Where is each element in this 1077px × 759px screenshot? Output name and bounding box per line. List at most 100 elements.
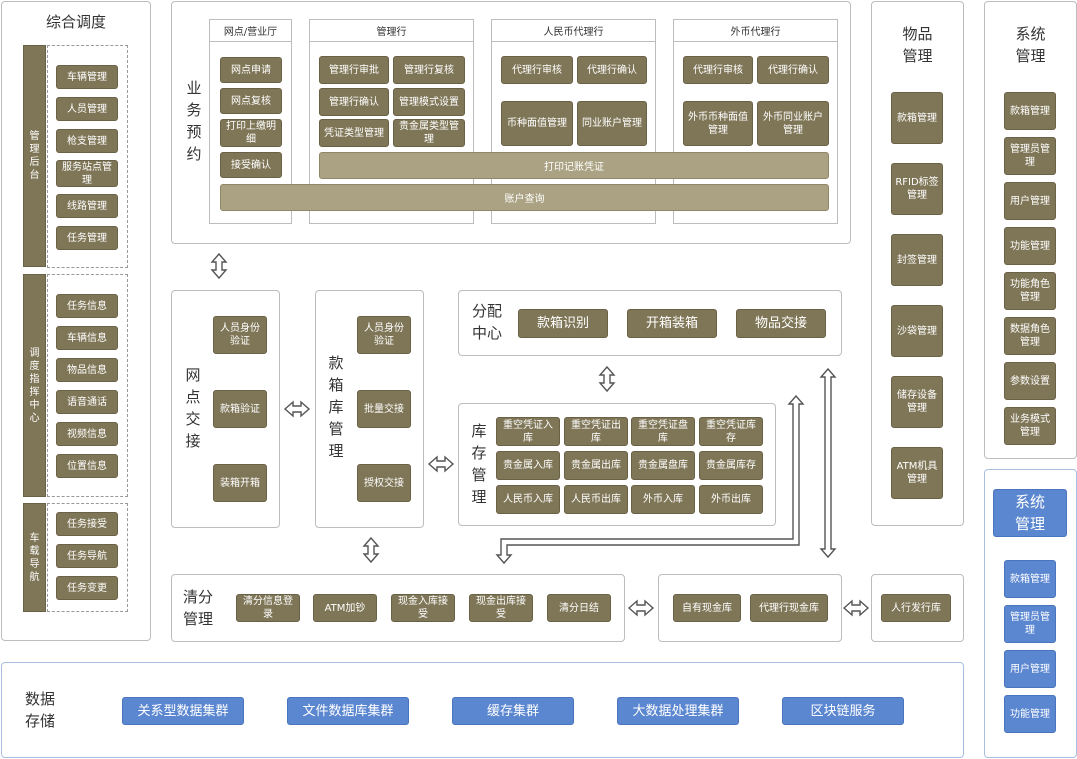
btn-box-identify[interactable]: 款箱识别 bbox=[518, 309, 608, 338]
btn-rmb-agent-confirm[interactable]: 代理行确认 bbox=[577, 56, 647, 84]
btn-vault-batch-handover[interactable]: 批量交接 bbox=[357, 390, 411, 428]
btn-outlet-pack-unpack[interactable]: 装箱开箱 bbox=[213, 464, 267, 502]
btn-own-cash-vault[interactable]: 自有现金库 bbox=[673, 594, 741, 622]
kuanxiang-label: 款箱库管理 bbox=[328, 354, 344, 460]
btn-rmb-in[interactable]: 人民币入库 bbox=[496, 485, 560, 514]
arrow-kucun-loop bbox=[495, 394, 805, 565]
btn-sys2-box-mgmt[interactable]: 款箱管理 bbox=[1004, 560, 1056, 598]
btn-print-submit-detail[interactable]: 打印上缴明细 bbox=[220, 119, 282, 147]
btn-wupin-rfid-mgmt[interactable]: RFID标签管理 bbox=[891, 163, 943, 215]
btn-fx-in[interactable]: 外币入库 bbox=[631, 485, 695, 514]
wangdian-jiaojie-label: 网点交接 bbox=[185, 366, 201, 450]
btn-fx-agent-audit[interactable]: 代理行审核 bbox=[683, 56, 753, 84]
wangdian-header: 网点/营业厅 bbox=[209, 19, 292, 42]
yewu-label: 业务预约 bbox=[186, 79, 202, 163]
btn-bigdata-cluster[interactable]: 大数据处理集群 bbox=[617, 697, 739, 725]
btn-metal-inventory[interactable]: 贵金属库存 bbox=[699, 451, 763, 480]
btn-cash-in-receive[interactable]: 现金入库接受 bbox=[391, 594, 455, 622]
btn-sys-function-mgmt[interactable]: 功能管理 bbox=[1004, 227, 1056, 265]
btn-blank-voucher-in[interactable]: 重空凭证入库 bbox=[496, 417, 560, 446]
menu-route-management[interactable]: 线路管理 bbox=[56, 194, 118, 218]
btn-fx-agent-confirm[interactable]: 代理行确认 bbox=[757, 56, 829, 84]
btn-rmb-out[interactable]: 人民币出库 bbox=[564, 485, 628, 514]
bar-account-query[interactable]: 账户查询 bbox=[220, 184, 829, 211]
btn-fx-interbank-account-mgmt[interactable]: 外币同业账户管理 bbox=[757, 101, 829, 146]
menu-vehicle-management[interactable]: 车辆管理 bbox=[56, 65, 118, 89]
btn-mgr-review[interactable]: 管理行复核 bbox=[393, 56, 465, 84]
arrow-fenpei-kucun bbox=[598, 365, 616, 393]
btn-wupin-storage-device-mgmt[interactable]: 储存设备管理 bbox=[891, 376, 943, 428]
btn-agent-cash-vault[interactable]: 代理行现金库 bbox=[750, 594, 828, 622]
btn-cash-out-receive[interactable]: 现金出库接受 bbox=[469, 594, 533, 622]
btn-vault-authorized-handover[interactable]: 授权交接 bbox=[357, 464, 411, 502]
btn-cache-cluster[interactable]: 缓存集群 bbox=[452, 697, 574, 725]
btn-sys-param-settings[interactable]: 参数设置 bbox=[1004, 362, 1056, 400]
btn-blank-voucher-stocktake[interactable]: 重空凭证盘库 bbox=[631, 417, 695, 446]
menu-gun-management[interactable]: 枪支管理 bbox=[56, 129, 118, 153]
btn-sys-box-mgmt[interactable]: 款箱管理 bbox=[1004, 92, 1056, 130]
btn-voucher-type-mgmt[interactable]: 凭证类型管理 bbox=[319, 119, 389, 147]
btn-wupin-atm-mgmt[interactable]: ATM机具管理 bbox=[891, 447, 943, 499]
btn-blank-voucher-out[interactable]: 重空凭证出库 bbox=[564, 417, 628, 446]
xitong-title-1: 系统管理 bbox=[1015, 25, 1046, 65]
btn-wupin-seal-mgmt[interactable]: 封签管理 bbox=[891, 234, 943, 286]
btn-metal-in[interactable]: 贵金属入库 bbox=[496, 451, 560, 480]
btn-sorting-daily-close[interactable]: 清分日结 bbox=[547, 594, 611, 622]
menu-task-change[interactable]: 任务变更 bbox=[56, 576, 118, 600]
btn-vault-identity-verify[interactable]: 人员身份验证 bbox=[357, 316, 411, 354]
btn-blank-voucher-inventory[interactable]: 重空凭证库存 bbox=[699, 417, 763, 446]
btn-fx-currency-denomination-mgmt[interactable]: 外币币种面值管理 bbox=[683, 101, 753, 146]
btn-rmb-agent-audit[interactable]: 代理行审核 bbox=[501, 56, 573, 84]
btn-mgr-mode-settings[interactable]: 管理模式设置 bbox=[393, 88, 465, 116]
btn-blockchain-service[interactable]: 区块链服务 bbox=[782, 697, 904, 725]
menu-staff-management[interactable]: 人员管理 bbox=[56, 97, 118, 121]
btn-mgr-approve[interactable]: 管理行审批 bbox=[319, 56, 389, 84]
btn-outlet-apply[interactable]: 网点申请 bbox=[220, 57, 282, 83]
btn-fx-out[interactable]: 外币出库 bbox=[699, 485, 763, 514]
btn-sys-function-role-mgmt[interactable]: 功能角色管理 bbox=[1004, 272, 1056, 310]
group-label-diaodu-zhihui: 调度指挥中心 bbox=[23, 274, 46, 497]
btn-wupin-box-mgmt[interactable]: 款箱管理 bbox=[891, 92, 943, 144]
btn-atm-cash-load[interactable]: ATM加钞 bbox=[313, 594, 377, 622]
btn-receive-confirm[interactable]: 接受确认 bbox=[220, 152, 282, 178]
btn-pboc-issue-vault[interactable]: 人行发行库 bbox=[881, 594, 951, 622]
menu-location-info[interactable]: 位置信息 bbox=[56, 454, 118, 478]
btn-sys-user-mgmt[interactable]: 用户管理 bbox=[1004, 182, 1056, 220]
btn-currency-denomination-mgmt[interactable]: 币种面值管理 bbox=[501, 101, 573, 146]
arrow-yewu-wangdian bbox=[210, 252, 228, 280]
menu-task-info[interactable]: 任务信息 bbox=[56, 294, 118, 318]
btn-item-handover[interactable]: 物品交接 bbox=[736, 309, 826, 338]
btn-outlet-box-verify[interactable]: 款箱验证 bbox=[213, 390, 267, 428]
btn-sys2-user-mgmt[interactable]: 用户管理 bbox=[1004, 650, 1056, 688]
btn-mgr-confirm[interactable]: 管理行确认 bbox=[319, 88, 389, 116]
menu-task-accept[interactable]: 任务接受 bbox=[56, 512, 118, 536]
btn-sys2-admin-mgmt[interactable]: 管理员管理 bbox=[1004, 605, 1056, 643]
btn-sys-admin-mgmt[interactable]: 管理员管理 bbox=[1004, 137, 1056, 175]
btn-sys-business-mode-mgmt[interactable]: 业务模式管理 bbox=[1004, 407, 1056, 445]
arrow-fenpei-xianjin-tall bbox=[819, 367, 837, 559]
btn-wupin-sandbag-mgmt[interactable]: 沙袋管理 bbox=[891, 305, 943, 357]
btn-outlet-review[interactable]: 网点复核 bbox=[220, 88, 282, 114]
btn-interbank-account-mgmt[interactable]: 同业账户管理 bbox=[577, 101, 647, 146]
btn-metal-stocktake[interactable]: 贵金属盘库 bbox=[631, 451, 695, 480]
menu-vehicle-info[interactable]: 车辆信息 bbox=[56, 326, 118, 350]
btn-sys2-function-mgmt[interactable]: 功能管理 bbox=[1004, 695, 1056, 733]
btn-outlet-identity-verify[interactable]: 人员身份验证 bbox=[213, 316, 267, 354]
menu-voice-call[interactable]: 语音通话 bbox=[56, 390, 118, 414]
menu-item-info[interactable]: 物品信息 bbox=[56, 358, 118, 382]
btn-sorting-info-login[interactable]: 清分信息登录 bbox=[236, 594, 300, 622]
btn-open-pack-box[interactable]: 开箱装箱 bbox=[627, 309, 717, 338]
btn-metal-out[interactable]: 贵金属出库 bbox=[564, 451, 628, 480]
menu-service-station-management[interactable]: 服务站点管理 bbox=[56, 160, 118, 187]
menu-video-info[interactable]: 视频信息 bbox=[56, 422, 118, 446]
btn-relational-db-cluster[interactable]: 关系型数据集群 bbox=[122, 697, 244, 725]
bar-print-voucher[interactable]: 打印记账凭证 bbox=[319, 152, 829, 179]
menu-task-management[interactable]: 任务管理 bbox=[56, 226, 118, 250]
xitong-title-2[interactable]: 系统管理 bbox=[993, 489, 1067, 537]
btn-sys-data-role-mgmt[interactable]: 数据角色管理 bbox=[1004, 317, 1056, 355]
btn-file-db-cluster[interactable]: 文件数据库集群 bbox=[287, 697, 409, 725]
waibi-header: 外币代理行 bbox=[673, 19, 838, 42]
menu-task-navigate[interactable]: 任务导航 bbox=[56, 544, 118, 568]
btn-metal-type-mgmt[interactable]: 贵金属类型管理 bbox=[393, 119, 465, 147]
